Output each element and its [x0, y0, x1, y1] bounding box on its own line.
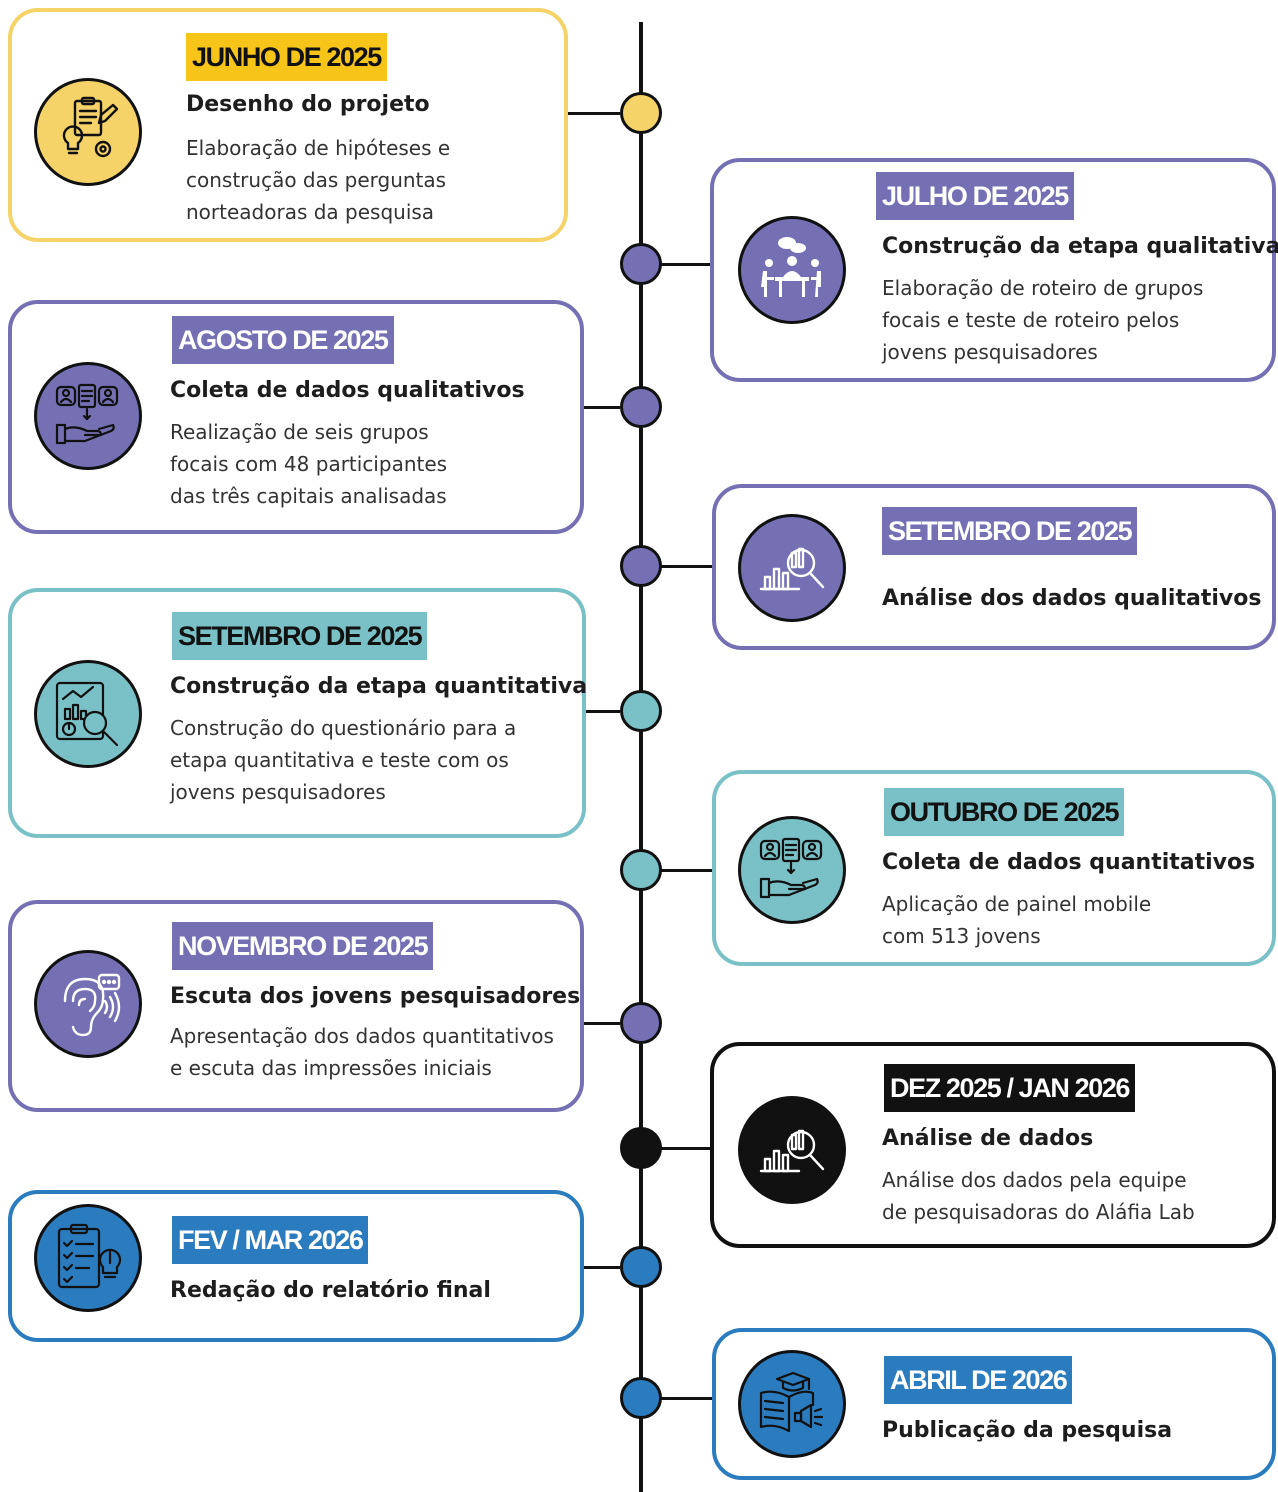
timeline-connector: [660, 263, 710, 266]
milestone-date: OUTUBRO DE 2025: [884, 788, 1125, 836]
timeline-connector: [584, 1266, 620, 1269]
milestone-title: Construção da etapa quantitativa: [170, 674, 588, 699]
milestone-description: Elaboração de hipóteses e construção das…: [186, 136, 451, 224]
timeline-connector: [584, 406, 620, 409]
milestone-title: Coleta de dados quantitativos: [882, 850, 1256, 875]
milestone-description: Elaboração de roteiro de grupos focais e…: [882, 276, 1204, 364]
milestone-title: Coleta de dados qualitativos: [170, 378, 525, 403]
milestone-description: Aplicação de painel mobile com 513 joven…: [882, 892, 1152, 948]
timeline-dot: [620, 1246, 662, 1288]
milestone-date: NOVEMBRO DE 2025: [172, 922, 434, 970]
milestone-title: Escuta dos jovens pesquisadores: [170, 984, 581, 1009]
timeline-dot: [620, 849, 662, 891]
timeline-connector: [660, 1397, 712, 1400]
milestone-date: SETEMBRO DE 2025: [882, 507, 1138, 555]
milestone-date: JUNHO DE 2025: [186, 33, 387, 81]
timeline-dot: [620, 1002, 662, 1044]
timeline-dot: [620, 386, 662, 428]
project-design-icon: [34, 78, 142, 186]
timeline-connector: [584, 1022, 620, 1025]
milestone-title: Análise de dados: [882, 1126, 1094, 1151]
data-analysis-icon: [738, 1096, 846, 1204]
timeline-connector: [660, 1147, 710, 1150]
milestone-title: Desenho do projeto: [186, 92, 430, 117]
milestone-date: AGOSTO DE 2025: [172, 316, 394, 364]
timeline-dot: [620, 690, 662, 732]
data-collection-icon: [34, 362, 142, 470]
data-collection-icon: [738, 816, 846, 924]
milestone-date: DEZ 2025 / JAN 2026: [884, 1064, 1136, 1112]
timeline-connector: [660, 869, 712, 872]
questionnaire-analysis-icon: [34, 660, 142, 768]
timeline-connector: [660, 565, 712, 568]
milestone-date: JULHO DE 2025: [876, 172, 1074, 220]
milestone-title: Análise dos dados qualitativos: [882, 586, 1262, 611]
milestone-date: FEV / MAR 2026: [172, 1216, 369, 1264]
timeline-dot: [620, 1127, 662, 1169]
milestone-date: SETEMBRO DE 2025: [172, 612, 428, 660]
milestone-description: Construção do questionário para a etapa …: [170, 716, 517, 804]
milestone-description: Análise dos dados pela equipe de pesquis…: [882, 1168, 1195, 1224]
milestone-description: Realização de seis grupos focais com 48 …: [170, 420, 448, 508]
timeline-connector: [586, 710, 620, 713]
milestone-description: Apresentação dos dados quantitativos e e…: [170, 1024, 554, 1080]
timeline-axis: [639, 22, 643, 1492]
milestone-title: Redação do relatório final: [170, 1278, 491, 1303]
timeline-dot: [620, 92, 662, 134]
listening-ear-icon: [34, 950, 142, 1058]
milestone-title: Construção da etapa qualitativa: [882, 234, 1278, 259]
timeline-connector: [568, 112, 620, 115]
timeline-dot: [620, 1377, 662, 1419]
data-analysis-icon: [738, 514, 846, 622]
milestone-title: Publicação da pesquisa: [882, 1418, 1173, 1443]
focus-group-icon: [738, 216, 846, 324]
milestone-date: ABRIL DE 2026: [884, 1356, 1073, 1404]
timeline-dot: [620, 545, 662, 587]
timeline-dot: [620, 243, 662, 285]
publication-book-icon: [738, 1350, 846, 1458]
report-checklist-icon: [34, 1204, 142, 1312]
